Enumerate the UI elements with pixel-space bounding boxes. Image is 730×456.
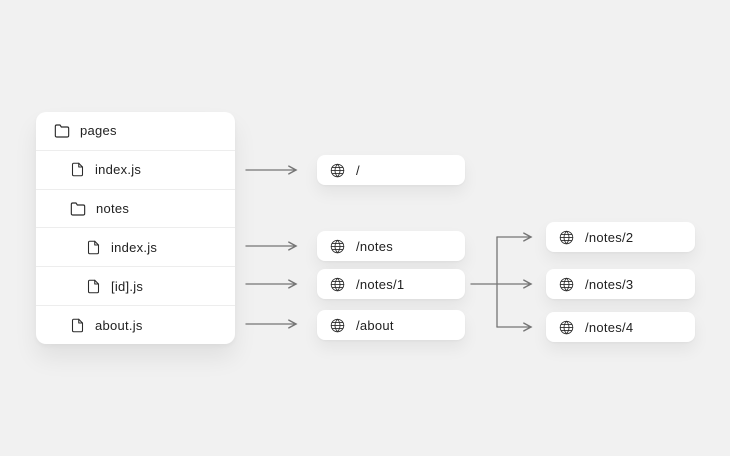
tree-row-label: notes (96, 201, 130, 217)
tree-row-label: index.js (95, 162, 142, 178)
route-chip-about: /about (317, 310, 465, 340)
globe-icon (330, 163, 345, 178)
file-icon (86, 279, 101, 294)
file-icon (70, 162, 85, 177)
tree-row-label: pages (80, 123, 117, 139)
route-chip-notes-1: /notes/1 (317, 269, 465, 299)
globe-icon (330, 318, 345, 333)
route-chip-notes-3: /notes/3 (546, 269, 695, 299)
globe-icon (559, 230, 574, 245)
globe-icon (330, 239, 345, 254)
tree-row-label: [id].js (111, 278, 144, 294)
file-icon (86, 240, 101, 255)
route-label: /notes/1 (356, 276, 405, 292)
tree-row-notes: notes (36, 190, 235, 229)
tree-row-about-js: about.js (36, 306, 235, 344)
route-label: /notes/2 (585, 229, 634, 245)
route-label: / (356, 162, 360, 178)
route-label: /notes/3 (585, 276, 634, 292)
tree-row-label: about.js (95, 317, 143, 333)
folder-icon (70, 201, 86, 217)
file-tree-card: pages index.js notes index.js [id].js (36, 112, 235, 344)
tree-row-notes-index-js: index.js (36, 228, 235, 268)
file-icon (70, 318, 85, 333)
globe-icon (559, 277, 574, 292)
tree-row-index-js: index.js (36, 151, 235, 190)
globe-icon (559, 320, 574, 335)
route-chip-notes-2: /notes/2 (546, 222, 695, 252)
tree-row-label: index.js (111, 239, 158, 255)
route-label: /notes/4 (585, 319, 634, 335)
tree-row-pages: pages (36, 112, 235, 151)
route-chip-notes-4: /notes/4 (546, 312, 695, 342)
route-label: /about (356, 317, 394, 333)
route-label: /notes (356, 238, 393, 254)
route-chip-notes: /notes (317, 231, 465, 261)
folder-icon (54, 123, 70, 139)
globe-icon (330, 277, 345, 292)
tree-row-id-js: [id].js (36, 267, 235, 307)
route-chip-root: / (317, 155, 465, 185)
